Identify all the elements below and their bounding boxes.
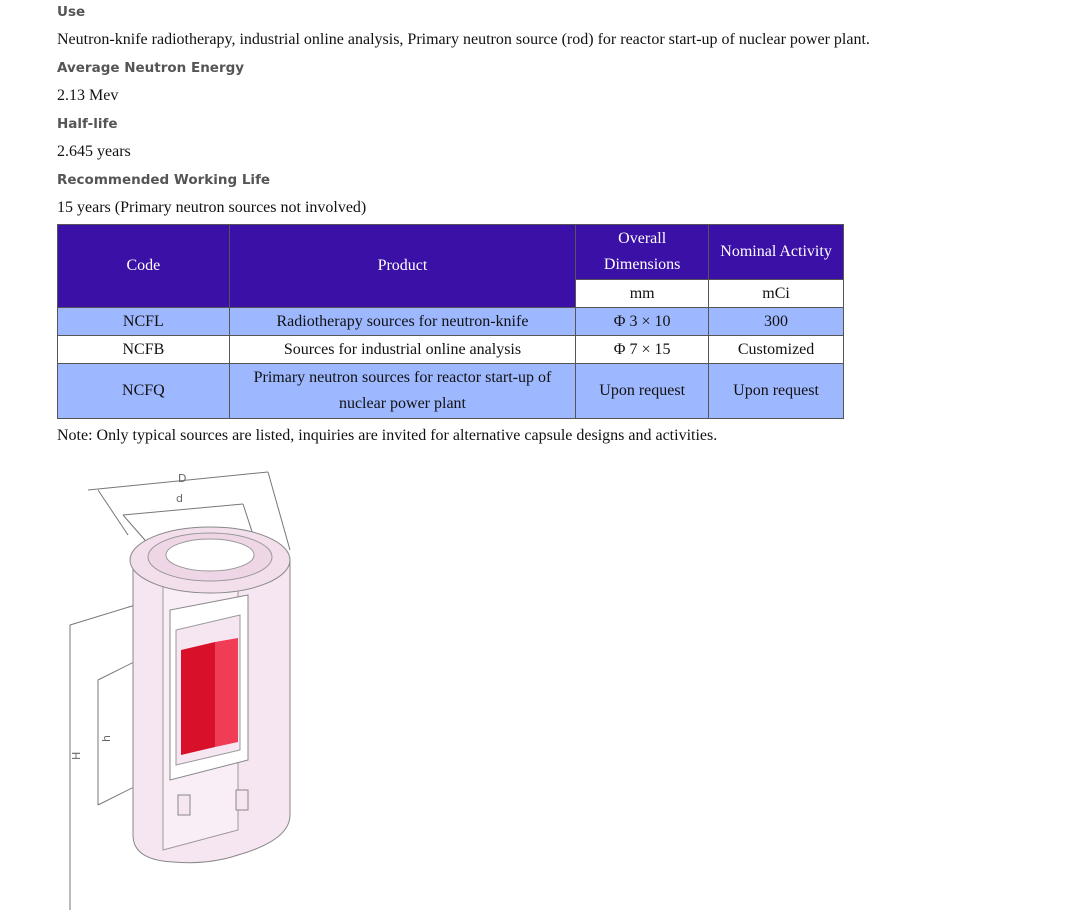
cell-code: NCFL <box>57 307 230 336</box>
header-code: Code <box>57 224 230 308</box>
cell-product: Radiotherapy sources for neutron-knife <box>228 307 577 336</box>
cell-dimensions: Upon request <box>575 363 710 419</box>
capsule-bore <box>165 538 255 572</box>
label-outer-diameter: D <box>178 472 186 485</box>
cell-dimensions: Φ 3 × 10 <box>575 307 710 336</box>
cell-product: Sources for industrial online analysis <box>228 335 577 364</box>
table-note: Note: Only typical sources are listed, i… <box>57 427 718 444</box>
header-activity: Nominal Activity <box>708 224 844 280</box>
header-product: Product <box>228 224 577 308</box>
spec-value: 2.13 Mev <box>57 87 119 104</box>
table-row: NCFL Radiotherapy sources for neutron-kn… <box>57 307 844 336</box>
table-row: NCFB Sources for industrial online analy… <box>57 335 844 364</box>
dimension-line-inner-diameter <box>122 503 244 516</box>
spec-item-working-life: Recommended Working Life 15 years (Prima… <box>57 168 1047 224</box>
cell-activity: Customized <box>708 335 844 364</box>
cell-code: NCFB <box>57 335 230 364</box>
cell-code: NCFQ <box>57 363 230 419</box>
unit-activity: mCi <box>708 279 844 308</box>
cell-product: Primary neutron sources for reactor star… <box>228 363 577 419</box>
cell-activity: Upon request <box>708 363 844 419</box>
label-inner-height: h <box>100 735 113 742</box>
spec-list: Use Neutron-knife radiotherapy, industri… <box>57 0 1047 224</box>
cell-activity: 300 <box>708 307 844 336</box>
spec-value: 15 years (Primary neutron sources not in… <box>57 199 367 216</box>
table-row: NCFQ Primary neutron sources for reactor… <box>57 363 844 419</box>
spec-label: Average Neutron Energy <box>57 60 245 76</box>
unit-dimensions: mm <box>575 279 710 308</box>
spec-item-half-life: Half-life 2.645 years <box>57 112 1047 168</box>
spec-label: Recommended Working Life <box>57 172 271 188</box>
spec-item-energy: Average Neutron Energy 2.13 Mev <box>57 56 1047 112</box>
source-table: Code Product Overall Dimensions Nominal … <box>57 224 844 419</box>
label-outer-height: H <box>70 752 83 760</box>
neutron-source-core <box>181 642 215 755</box>
header-dimensions: Overall Dimensions <box>575 224 710 280</box>
spec-label: Half-life <box>57 116 118 132</box>
label-inner-diameter: d <box>176 492 183 505</box>
dimension-line-outer-diameter <box>87 471 269 491</box>
spec-item-use: Use Neutron-knife radiotherapy, industri… <box>57 0 1047 56</box>
spec-value: 2.645 years <box>57 143 131 160</box>
bottom-plug <box>177 794 191 816</box>
cell-dimensions: Φ 7 × 15 <box>575 335 710 364</box>
spec-value: Neutron-knife radiotherapy, industrial o… <box>57 31 870 48</box>
spec-label: Use <box>57 4 86 20</box>
capsule-diagram: D d H h <box>69 471 291 910</box>
